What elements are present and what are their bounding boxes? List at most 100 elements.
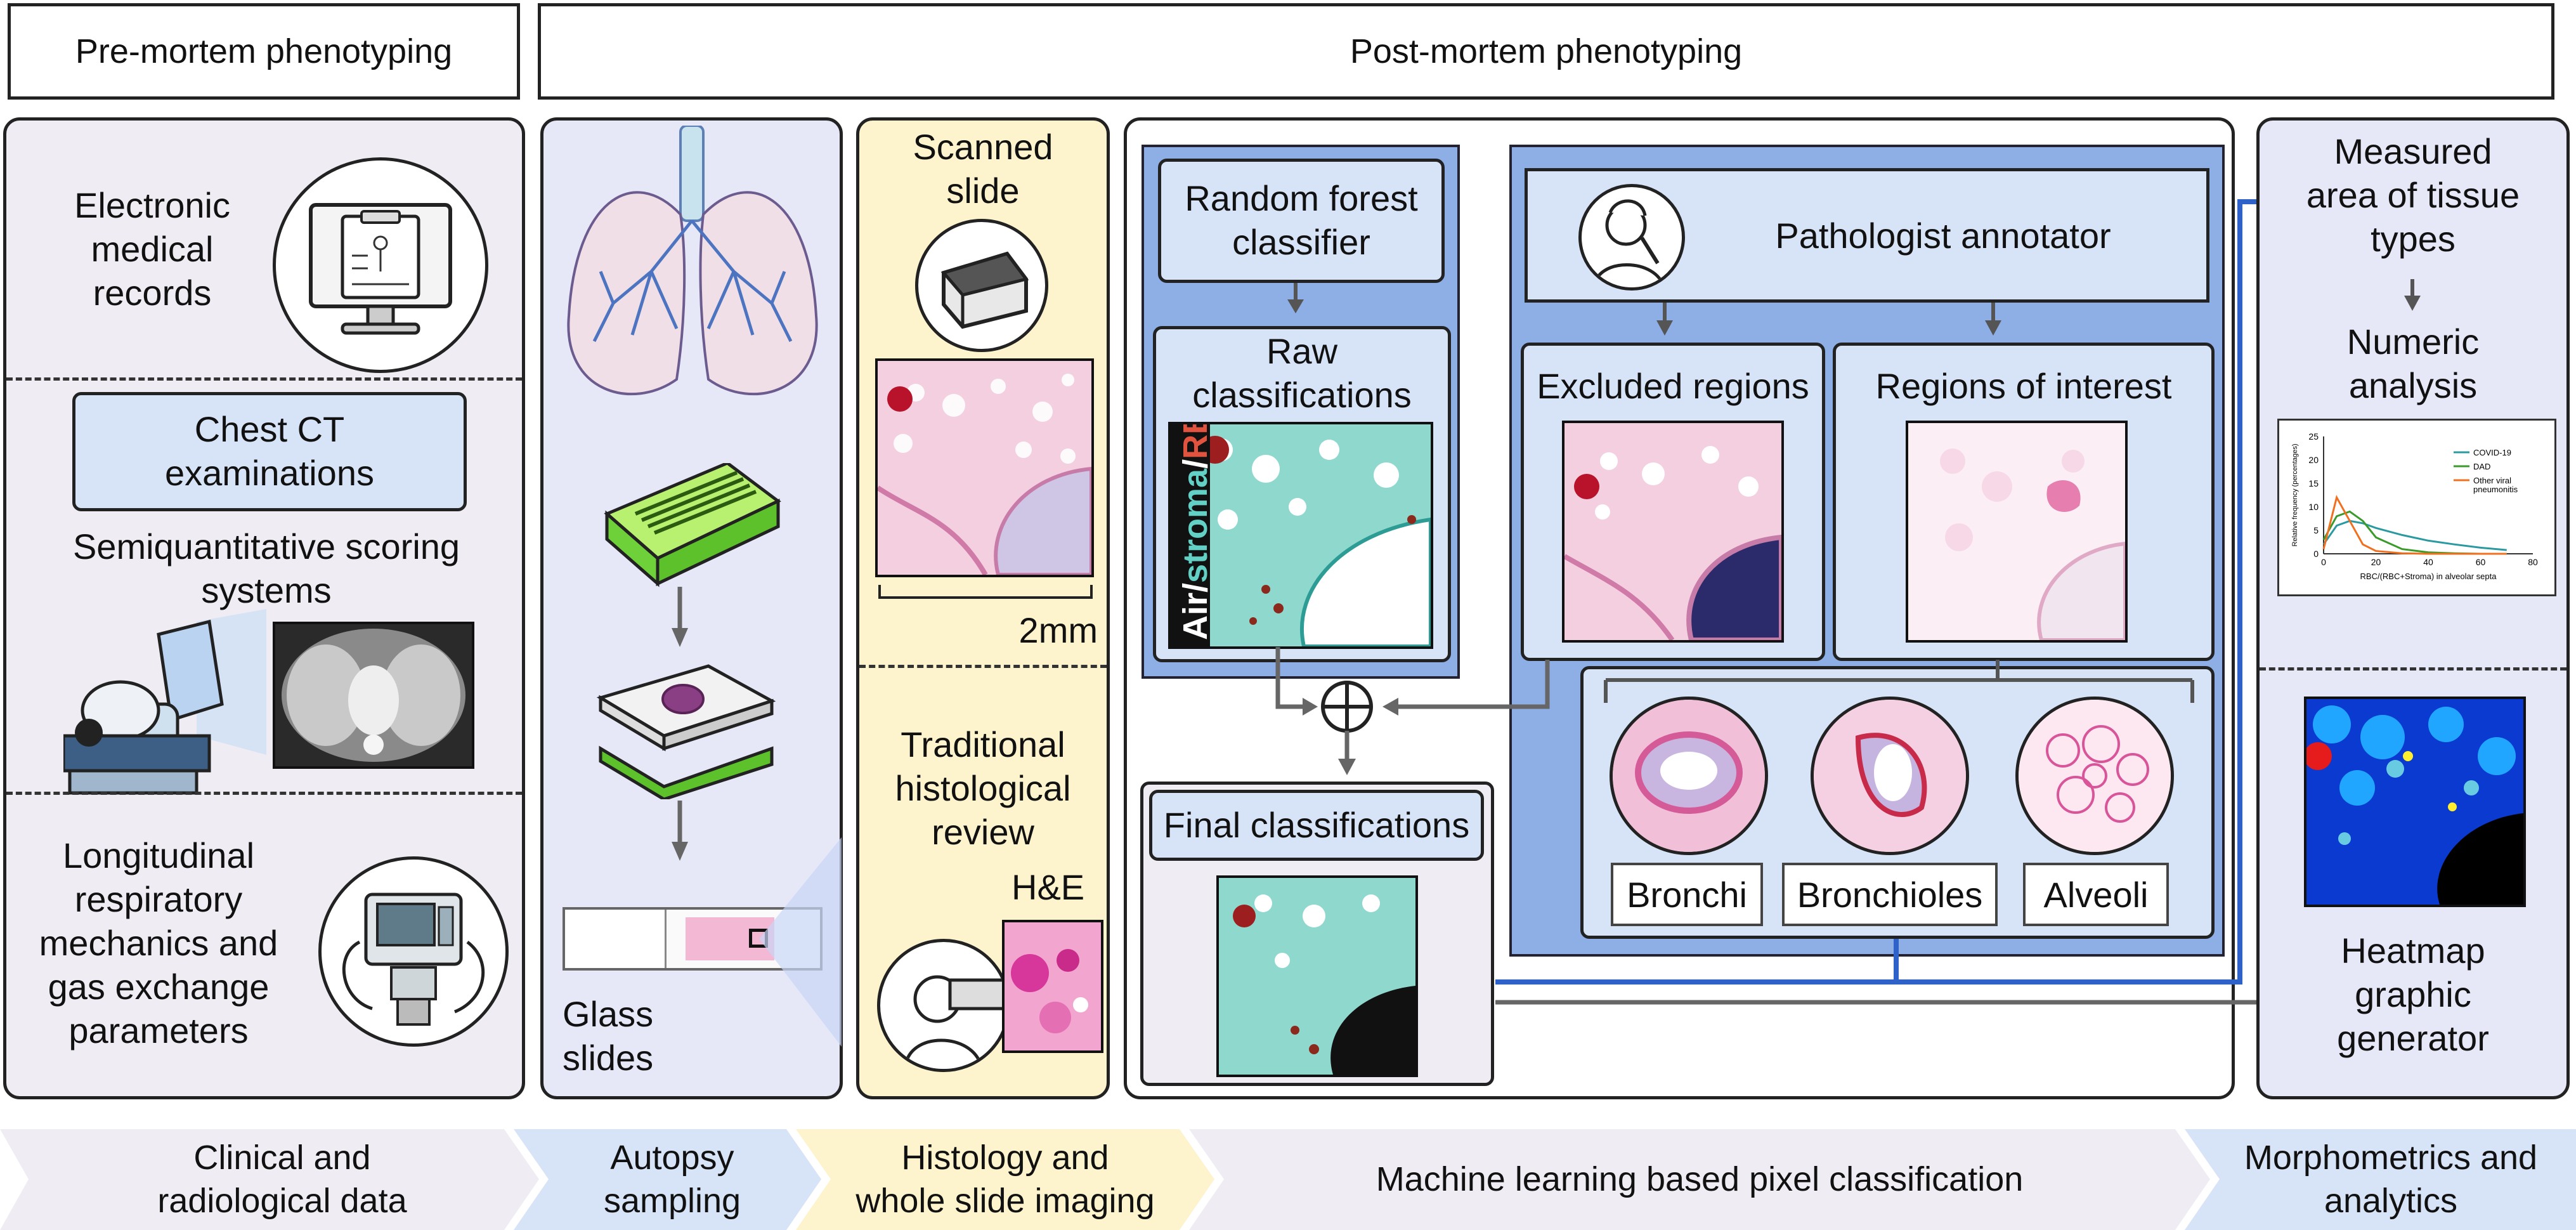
alveoli-image: [2015, 697, 2174, 855]
glass-slides-label: Glass slides: [563, 994, 654, 1078]
heatmap-generator-label: Heatmap graphic generator: [2337, 931, 2489, 1058]
microscope-viewer-icon: [877, 939, 1010, 1072]
alveoli-label-box: Alveoli: [2023, 863, 2169, 926]
traditional-review-label: Traditional histological review: [895, 724, 1071, 852]
y-tick-label: 20: [2308, 455, 2319, 465]
emr-label: Electronic medical records: [74, 185, 230, 313]
morpho-divider: [2260, 667, 2566, 671]
bronchioles-image: [1811, 697, 1969, 855]
excluded-regions-label: Excluded regions: [1537, 366, 1809, 406]
histology-divider: [859, 665, 1107, 668]
series-line-0: [2322, 520, 2507, 551]
emr-monitor-icon: [273, 157, 488, 373]
scale-label: 2mm: [1018, 610, 1098, 650]
header-pre-mortem-label: Pre-mortem phenotyping: [75, 32, 453, 70]
measured-area-label: Measured area of tissue types: [2306, 131, 2520, 259]
final-classification-image: [1216, 875, 1418, 1077]
he-stain-image: [1002, 920, 1103, 1053]
final-classifications-label: Final classifications: [1163, 804, 1470, 845]
autopsy-panel: Glass slides: [540, 117, 843, 1099]
arrow-path-roi: [1985, 303, 2001, 336]
raw-classifications-label: Raw classifications: [1192, 331, 1412, 415]
y-axis-label: Relative frequency (percentages): [2291, 443, 2299, 546]
legend-label-2: pneumonitis: [2473, 485, 2518, 494]
legend-label-0: COVID-19: [2473, 448, 2511, 457]
y-tick-label: 10: [2308, 502, 2319, 512]
legend-label-1: DAD: [2473, 462, 2490, 471]
pathologist-icon: [1578, 184, 1685, 291]
scoring-label: Semiquantitative scoring systems: [72, 527, 460, 610]
roi-image: [1906, 421, 2128, 643]
chest-ct-box: Chest CT examinations: [72, 392, 467, 511]
arrow-measured-numeric: [2404, 279, 2421, 311]
roi-branch-connector: [1604, 660, 2194, 703]
pathologist-label: Pathologist annotator: [1775, 216, 2111, 256]
x-tick-label: 20: [2371, 557, 2381, 567]
zoom-beam: [759, 837, 842, 1047]
clinical-divider-2: [6, 792, 522, 795]
morphometrics-panel: Measured area of tissue types Numeric an…: [2256, 117, 2570, 1099]
random-forest-box: Random forest classifier: [1158, 159, 1445, 283]
pathologist-box: Pathologist annotator: [1525, 168, 2209, 303]
histology-panel: Scanned slide 2mm Traditional histologic…: [856, 117, 1110, 1099]
numeric-analysis-label: Numeric analysis: [2346, 322, 2480, 405]
alveoli-label: Alveoli: [2043, 874, 2149, 915]
ct-scan-image: [273, 622, 474, 769]
series-line-2: [2322, 495, 2507, 555]
random-forest-label: Random forest classifier: [1185, 178, 1418, 262]
x-tick-label: 0: [2321, 557, 2326, 567]
x-tick-label: 40: [2423, 557, 2433, 567]
header-post-mortem: Post-mortem phenotyping: [538, 3, 2554, 100]
tissue-cassette-icon: [604, 463, 781, 587]
y-tick-label: 25: [2308, 431, 2319, 442]
footer-morphometrics: Morphometrics and analytics: [2244, 1139, 2538, 1220]
bronchioles-label: Bronchioles: [1797, 874, 1983, 915]
arrow-block-down: [672, 801, 688, 861]
y-tick-label: 0: [2313, 549, 2319, 559]
tissue-block-icon: [596, 664, 776, 799]
clinical-panel: Electronic medical records Chest CT exam…: [3, 117, 525, 1099]
y-tick-label: 15: [2308, 478, 2319, 488]
scanner-icon: [915, 219, 1048, 352]
roi-label: Regions of interest: [1875, 366, 2172, 406]
ct-scanner-icon: [63, 609, 266, 795]
arrow-path-excluded: [1656, 303, 1673, 336]
footer-chevrons: [0, 1129, 2576, 1230]
scanned-slide-image: [875, 358, 1094, 577]
ventilator-icon: [318, 856, 509, 1047]
he-label: H&E: [1012, 867, 1085, 907]
legend-strip: [1171, 424, 1210, 646]
footer-histology: Histology and whole slide imaging: [855, 1139, 1155, 1220]
respiratory-label: Longitudinal respiratory mechanics and g…: [39, 835, 278, 1050]
excluded-regions-box: Excluded regions: [1521, 343, 1825, 661]
roi-box: Regions of interest: [1833, 343, 2215, 661]
lungs-icon: [567, 126, 818, 395]
slide-label-area: [565, 910, 667, 968]
arrow-rf-down: [1287, 283, 1304, 313]
footer-clinical: Clinical and radiological data: [157, 1139, 407, 1220]
header-post-mortem-label: Post-mortem phenotyping: [1350, 32, 1743, 70]
bronchi-label-box: Bronchi: [1611, 863, 1763, 926]
heatmap-image: [2304, 697, 2526, 907]
raw-classification-image: Air/stroma/RBC: [1168, 422, 1433, 649]
scanned-slide-label: Scanned slide: [913, 127, 1053, 211]
x-axis-label: RBC/(RBC+Stroma) in alveolar septa: [2360, 572, 2497, 581]
footer-autopsy: Autopsy sampling: [603, 1139, 741, 1220]
arrow-cassette-down: [672, 587, 688, 647]
bronchi-label: Bronchi: [1627, 874, 1747, 915]
y-tick-label: 5: [2313, 525, 2319, 535]
header-pre-mortem: Pre-mortem phenotyping: [8, 3, 520, 100]
bronchioles-label-box: Bronchioles: [1782, 863, 1998, 926]
x-tick-label: 60: [2476, 557, 2486, 567]
chest-ct-label: Chest CT examinations: [165, 409, 374, 493]
bronchi-image: [1610, 697, 1768, 855]
x-tick-label: 80: [2528, 557, 2538, 567]
excluded-regions-image: [1562, 421, 1784, 643]
final-classifications-box: Final classifications: [1149, 790, 1484, 861]
scale-bar: [878, 585, 1093, 599]
footer-ml: Machine learning based pixel classificat…: [1376, 1160, 2024, 1198]
clinical-divider-1: [6, 377, 522, 381]
